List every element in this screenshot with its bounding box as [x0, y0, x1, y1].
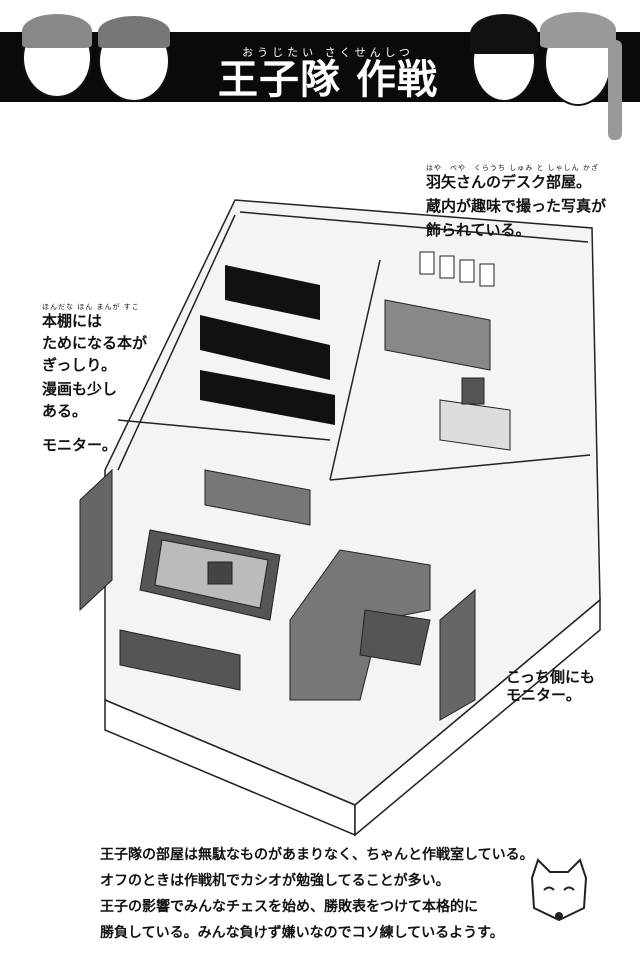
note-line: 羽矢さんのデスク部屋。: [426, 173, 592, 191]
caption-line: オフのときは作戦机でカシオが勉強してることが多い。: [100, 873, 450, 889]
note-line: こっち側にも: [506, 668, 595, 686]
caption-line: 勝負している。みんな負けず嫌いなのでコソ練しているようす。: [100, 925, 504, 941]
page-title: おうじたい さくせんしつ 王子隊 作戦室: [198, 44, 458, 146]
desk-room-note: はや べや くらうち しゅみ と しゃしん かざ 羽矢さんのデスク部屋。 蔵内が…: [426, 164, 606, 239]
bookshelf-ruby: ほんだな ほん まんが すこ: [42, 303, 140, 311]
cat-mascot-icon: [530, 858, 588, 922]
bench: [119, 629, 241, 691]
photo-frames: [419, 251, 495, 287]
coffee-table: [359, 609, 431, 666]
note-line: 漫画も少し: [42, 380, 118, 398]
note-line: ぎっしり。: [42, 356, 117, 374]
bookshelf-note: ほんだな ほん まんが すこ 本棚には ためになる本が ぎっしり。 漫画も少し …: [42, 303, 147, 420]
title-text: 王子隊 作戦室: [218, 57, 438, 147]
desk-shelf: [384, 299, 491, 371]
monitor-left: [79, 468, 113, 612]
bookshelves: [200, 265, 335, 425]
note-line: モニター。: [506, 686, 581, 704]
note-line: 飾られている。: [426, 221, 531, 239]
note-line: ためになる本が: [42, 334, 148, 352]
monitor-left-note: モニター。: [42, 436, 117, 454]
room-floor: [104, 199, 601, 806]
desk-room-ruby: はや べや くらうち しゅみ と しゃしん かざ: [426, 164, 599, 172]
bottom-caption: 王子隊の部屋は無駄なものがあまりなく、ちゃんと作戦室している。 オフのときは作戦…: [100, 842, 534, 946]
note-line: 本棚には: [42, 312, 103, 330]
middle-bookshelf: [204, 469, 311, 526]
title-ruby: おうじたい さくせんしつ: [242, 46, 414, 59]
caption-line: 王子隊の部屋は無駄なものがあまりなく、ちゃんと作戦室している。: [100, 847, 534, 863]
note-line: 蔵内が趣味で撮った写真が: [426, 197, 607, 215]
partition-wall: [329, 259, 381, 481]
note-line: ある。: [42, 402, 88, 420]
monitor-right-note: こっち側にも モニター。: [506, 668, 595, 704]
strategy-table: [139, 529, 281, 621]
monitor-right: [439, 588, 476, 721]
right-wall: [354, 598, 601, 837]
desk-with-monitor: [439, 377, 511, 451]
caption-line: 王子の影響でみんなチェスを始め、勝敗表をつけて本格的に: [100, 899, 478, 915]
sofa: [289, 549, 431, 701]
